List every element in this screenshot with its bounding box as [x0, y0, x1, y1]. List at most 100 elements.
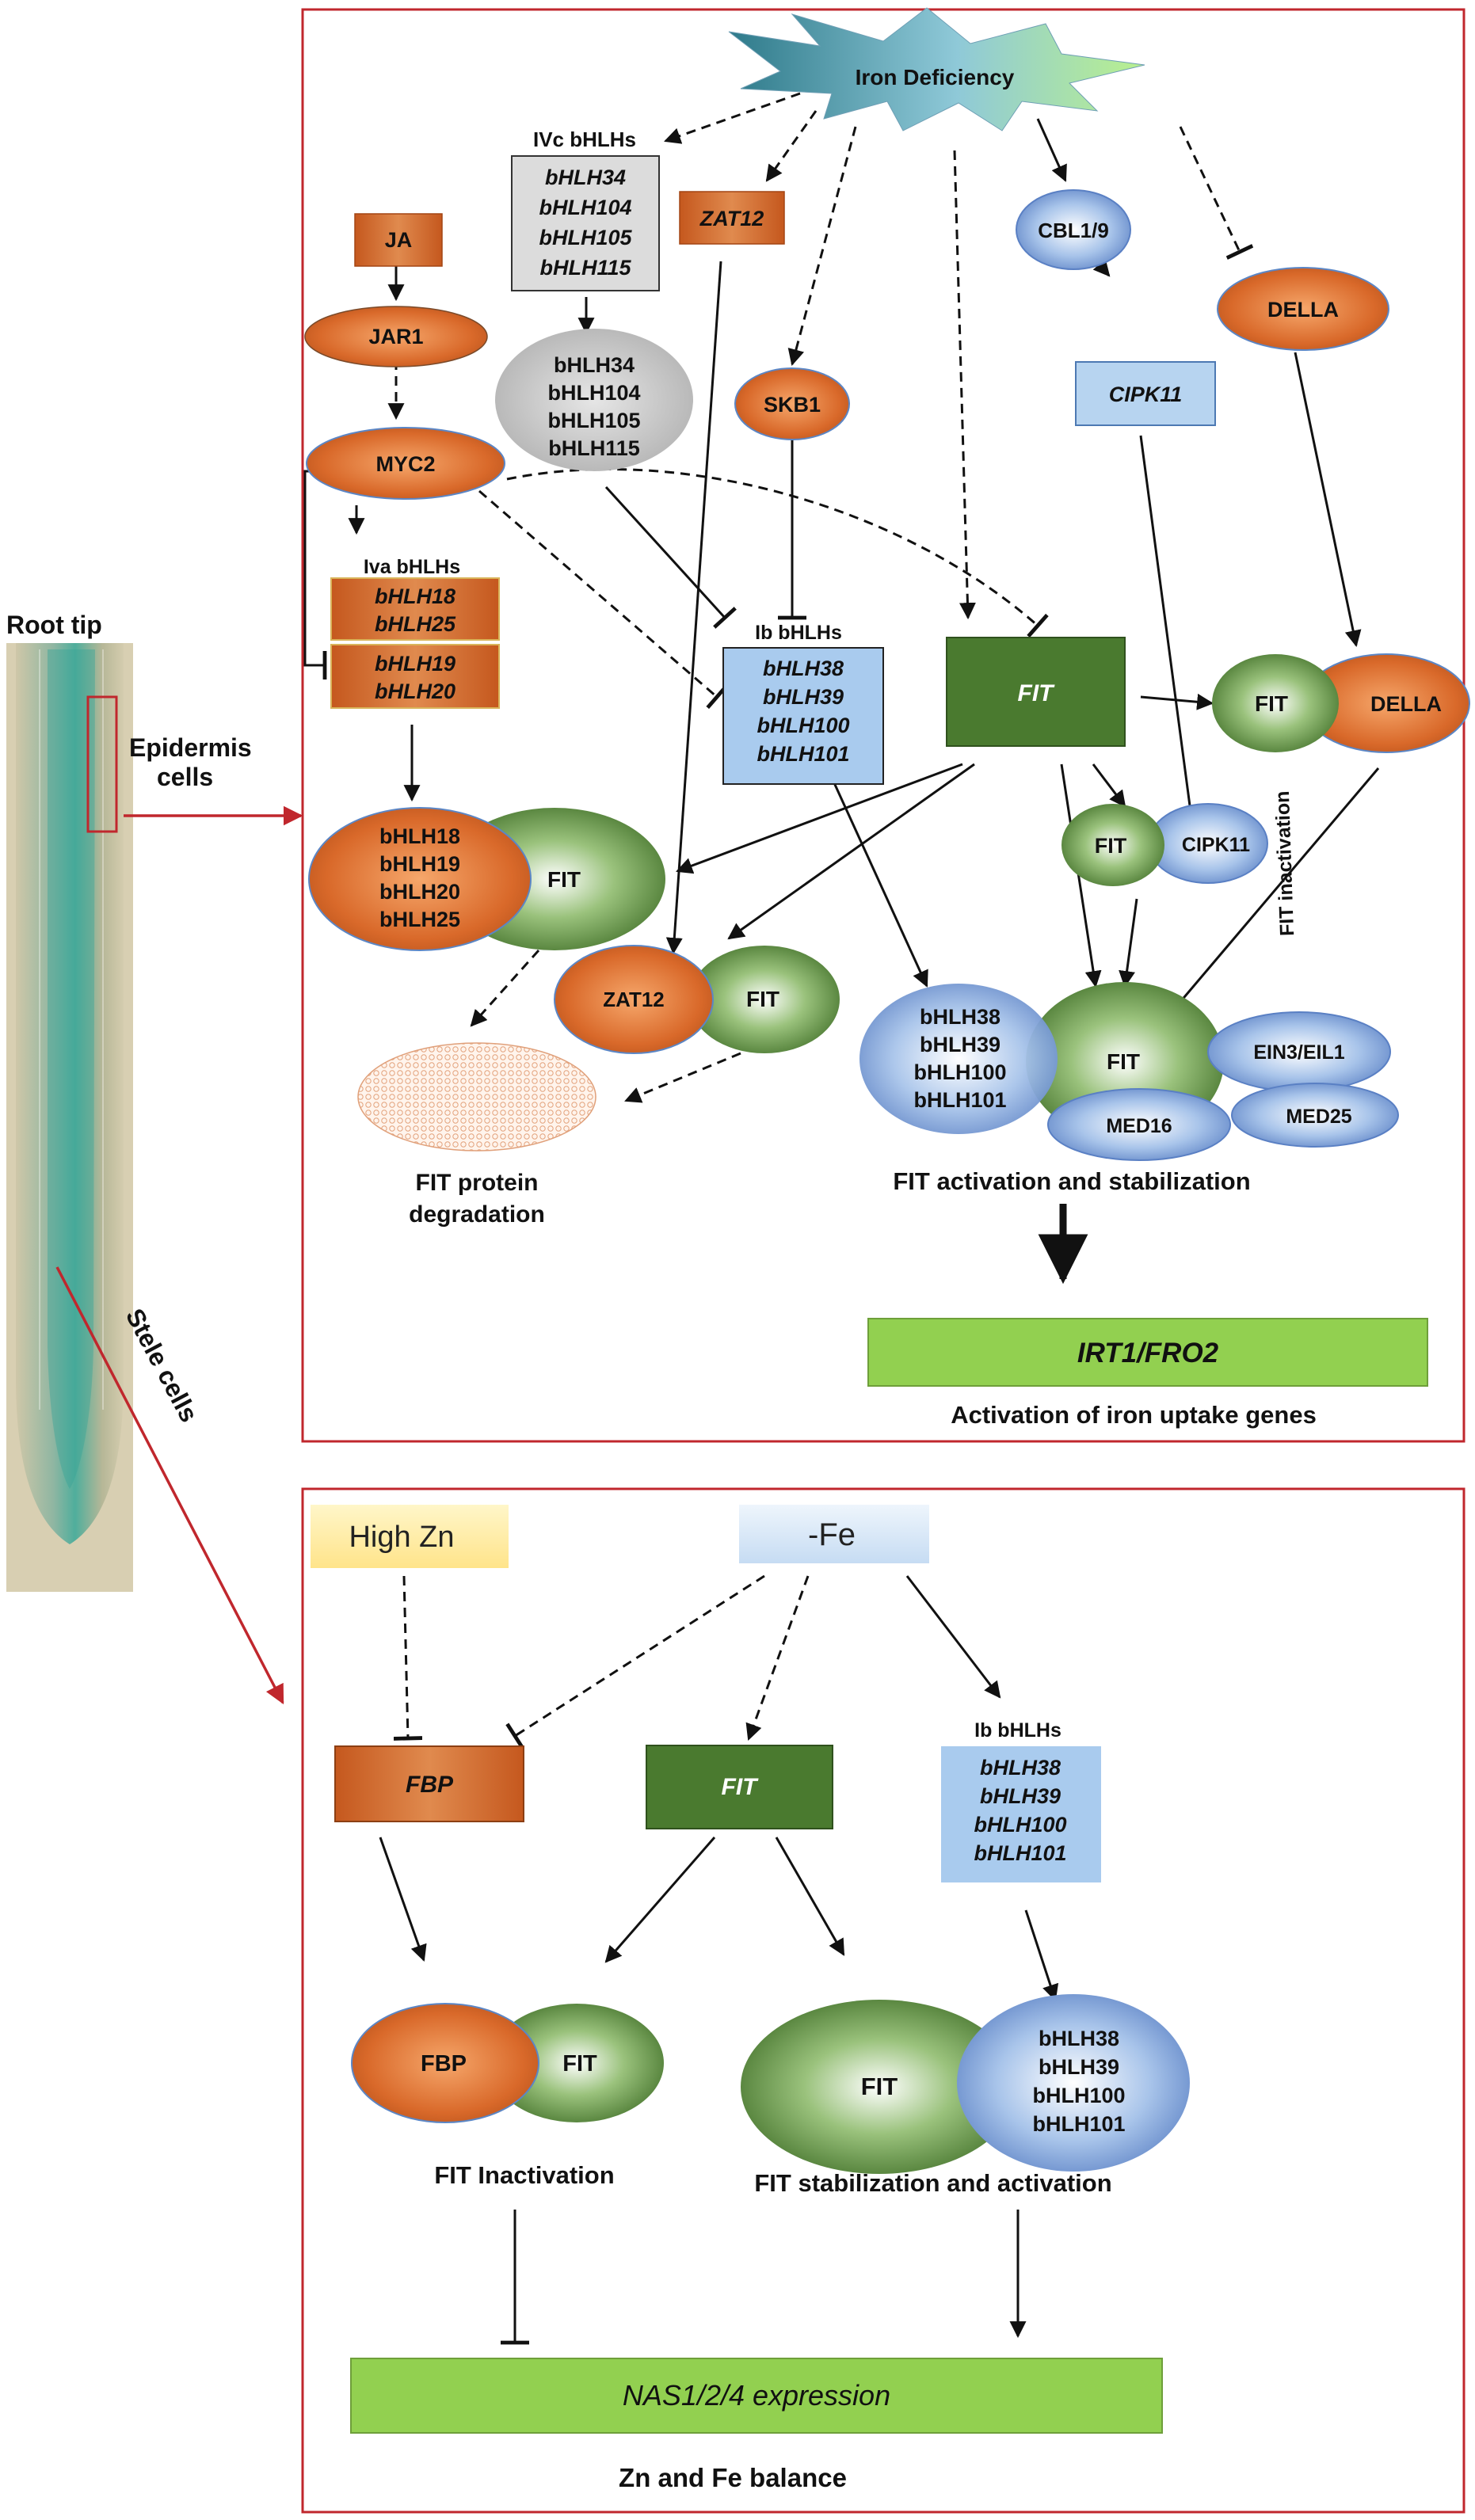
bottom-complex-protein: bHLH39 [1039, 2055, 1119, 2079]
cipk-complex-fit [1061, 804, 1164, 886]
bottom-complex-fit-label: FIT [861, 2073, 898, 2100]
bottom-complex-protein: bHLH38 [1039, 2027, 1119, 2050]
iva-gene-box-a [330, 577, 500, 641]
high-zn-box [311, 1505, 509, 1568]
zat12-gene-box [679, 191, 785, 245]
ib-gene-box [722, 647, 884, 785]
iva-complex-protein: bHLH25 [379, 908, 460, 931]
della-ellipse [1217, 267, 1389, 351]
della-label: DELLA [1267, 298, 1339, 322]
ja-box [354, 213, 443, 267]
iva-gene: bHLH20 [375, 679, 455, 703]
ivc-gene: bHLH104 [539, 196, 631, 219]
cipk-complex-fit-label: FIT [1095, 834, 1127, 858]
nas-label: NAS1/2/4 expression [623, 2379, 890, 2412]
iva-title: Iva bHLHs [364, 556, 460, 578]
bottom-complex-protein: bHLH100 [1032, 2084, 1125, 2107]
bottom-panel-edges [379, 1574, 1059, 2345]
fit-gene-box [946, 637, 1126, 747]
bottom-ib-title: Ib bHLHs [974, 1719, 1061, 1742]
irt1-fro2-box [867, 1318, 1428, 1387]
fit-inactivation-label: FIT Inactivation [434, 2161, 614, 2189]
bottom-ib-gene-box [941, 1746, 1101, 1882]
iva-complex-protein: bHLH19 [379, 852, 460, 876]
ivc-gene-box [511, 155, 660, 291]
activation-complex-protein: bHLH100 [913, 1060, 1006, 1084]
ivc-gene: bHLH115 [539, 256, 631, 280]
stele-arrow [55, 1266, 284, 1705]
nas-box [350, 2358, 1163, 2434]
ein3-label: EIN3/EIL1 [1253, 1041, 1344, 1064]
activation-complex-protein: bHLH39 [920, 1033, 1000, 1056]
zat12-complex-zat12 [554, 945, 714, 1054]
bottom-complex-fit [741, 2000, 1018, 2174]
bottom-fit-gene-box [646, 1745, 833, 1829]
med16-label: MED16 [1106, 1115, 1172, 1137]
epidermis-label-line1: Epidermis [129, 733, 252, 762]
della-complex-fit [1212, 654, 1339, 752]
ivc-protein: bHLH104 [547, 381, 640, 405]
ib-title: Ib bHLHs [755, 622, 842, 644]
iron-deficiency-label: Iron Deficiency [856, 65, 1015, 89]
bottom-ib-gene: bHLH38 [980, 1756, 1061, 1780]
bottom-ib-gene: bHLH100 [974, 1813, 1066, 1837]
fbp-complex-fbp [351, 2003, 539, 2123]
bottom-complex-ib [957, 1994, 1190, 2172]
ib-gene: bHLH101 [757, 742, 849, 766]
bottom-ib-gene: bHLH101 [974, 1841, 1066, 1865]
skb1-label: SKB1 [764, 393, 821, 417]
ivc-protein: bHLH115 [548, 436, 640, 460]
ivc-gene: bHLH34 [545, 166, 626, 189]
fit-gene-label: FIT [1018, 680, 1056, 706]
activation-complex-fit-label: FIT [1107, 1049, 1140, 1074]
skb1-ellipse [734, 367, 850, 440]
iva-gene: bHLH18 [375, 584, 455, 608]
minus-fe-box [739, 1505, 929, 1563]
cipk-complex-cipk11-label: CIPK11 [1182, 834, 1250, 856]
degradation-label-line1: FIT protein [416, 1170, 539, 1196]
ivc-protein-ellipse [495, 329, 693, 471]
bottom-complex-protein: bHLH101 [1032, 2112, 1125, 2136]
myc2-ellipse [306, 427, 505, 500]
fit-inactivation-side-label: FIT inactivation [1271, 790, 1298, 936]
ja-label: JA [385, 228, 413, 252]
cipk11-gene-box [1075, 361, 1216, 426]
fit-stabilization-label: FIT stabilization and activation [754, 2169, 1111, 2197]
zat12-complex-fit-label: FIT [746, 987, 779, 1011]
zat12-gene-label: ZAT12 [699, 207, 764, 230]
minus-fe-label: -Fe [808, 1517, 856, 1552]
fit-degradation-shape [357, 1042, 596, 1152]
bottom-panel-frame [301, 1487, 1465, 2514]
iva-complex-fit-label: FIT [547, 867, 581, 892]
epidermis-highlight-box [86, 695, 118, 833]
degradation-label-line2: degradation [409, 1201, 545, 1228]
jar1-label: JAR1 [368, 325, 423, 348]
fbp-complex-fbp-label: FBP [421, 2051, 467, 2077]
ib-gene: bHLH100 [757, 714, 849, 737]
iva-gene: bHLH19 [375, 652, 455, 676]
ib-gene: bHLH39 [763, 685, 844, 709]
high-zn-label: High Zn [349, 1521, 454, 1554]
jar1-ellipse [304, 306, 488, 367]
activation-complex-med25 [1231, 1083, 1399, 1148]
med25-label: MED25 [1286, 1106, 1351, 1128]
zat12-complex-zat12-label: ZAT12 [603, 988, 665, 1011]
ivc-title: IVc bHLHs [533, 128, 636, 151]
fbp-gene-label: FBP [406, 1772, 454, 1798]
root-tip-title: Root tip [6, 611, 102, 639]
myc2-label: MYC2 [375, 452, 435, 476]
top-panel-frame [301, 8, 1465, 1443]
zn-fe-balance-caption: Zn and Fe balance [619, 2463, 847, 2492]
iva-complex-bhlh [308, 807, 532, 951]
ivc-gene: bHLH105 [539, 226, 632, 249]
zat12-complex-fit [689, 946, 840, 1053]
ib-gene: bHLH38 [763, 657, 844, 680]
iva-complex-protein: bHLH18 [379, 824, 460, 848]
cipk11-gene-label: CIPK11 [1109, 383, 1183, 406]
fbp-complex-fit [490, 2004, 664, 2122]
iron-uptake-caption: Activation of iron uptake genes [951, 1401, 1317, 1429]
cbl-ellipse [1016, 189, 1131, 270]
ivc-protein: bHLH105 [547, 409, 640, 432]
iva-gene: bHLH25 [375, 612, 456, 636]
fbp-gene-box [334, 1745, 524, 1822]
